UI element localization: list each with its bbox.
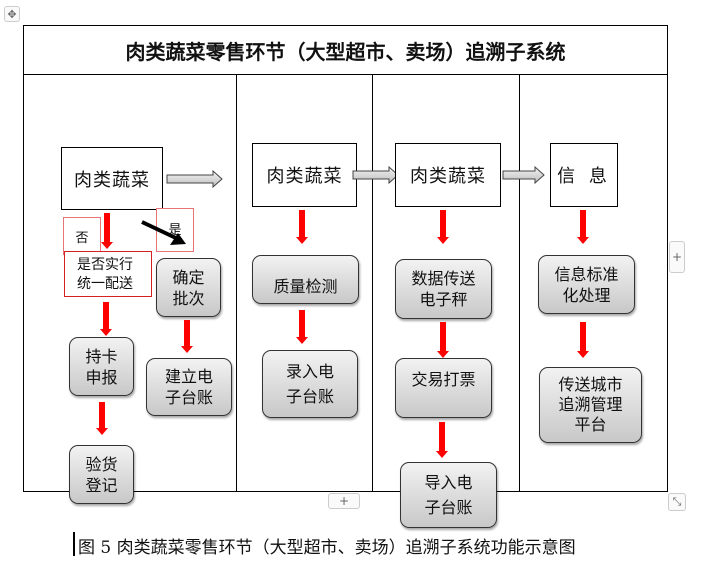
plus-icon: + xyxy=(338,494,350,508)
resize-icon: ⤡ xyxy=(672,495,682,508)
step-import-e-ledger: 导入电 子台账 xyxy=(400,462,497,528)
text-cursor xyxy=(73,532,75,556)
diagram-table xyxy=(23,25,668,492)
table-move-handle[interactable]: ✥ xyxy=(4,6,20,22)
arrow-down xyxy=(437,322,449,358)
move-icon: ✥ xyxy=(7,7,17,21)
arrow-down xyxy=(577,322,589,358)
arrow-down xyxy=(101,213,113,249)
arrow-down xyxy=(100,302,112,336)
step-quality-test: 质量检测 xyxy=(252,255,359,304)
decision-no-label: 否 xyxy=(63,217,101,255)
step-send-to-city-platform: 传送城市 追溯管理 平台 xyxy=(539,367,642,443)
step-create-e-ledger: 建立电 子台账 xyxy=(146,358,232,416)
column-divider xyxy=(236,74,237,492)
arrow-down xyxy=(296,310,308,344)
decision-question: 是否实行 统一配送 xyxy=(64,251,152,297)
arrow-down xyxy=(296,210,308,244)
figure-caption: 图 5 肉类蔬菜零售环节（大型超市、卖场）追溯子系统功能示意图 xyxy=(78,538,576,558)
table-resize-handle[interactable]: ⤡ xyxy=(668,493,686,511)
source-box-meat-veg: 肉类蔬菜 xyxy=(252,143,357,207)
source-box-meat-veg: 肉类蔬菜 xyxy=(395,143,501,207)
flow-arrow-right xyxy=(166,170,223,188)
column-divider xyxy=(372,74,373,492)
add-row-button[interactable]: + xyxy=(328,493,360,509)
source-box-meat-veg: 肉类蔬菜 xyxy=(61,147,163,210)
arrow-down xyxy=(96,402,108,435)
diagram-title: 肉类蔬菜零售环节（大型超市、卖场）追溯子系统 xyxy=(125,39,566,64)
step-card-declare: 持卡 申报 xyxy=(69,337,134,396)
step-print-receipt: 交易打票 xyxy=(395,358,492,418)
arrow-down xyxy=(577,210,589,244)
arrow-down xyxy=(437,210,449,244)
arrow-down xyxy=(436,422,448,458)
step-enter-e-ledger: 录入电 子台账 xyxy=(262,350,358,418)
add-column-button[interactable]: + xyxy=(669,241,685,273)
title-divider xyxy=(23,74,668,75)
flow-arrow-right xyxy=(502,166,545,184)
step-data-to-scale: 数据传送 电子秤 xyxy=(395,259,492,319)
arrow-diagonal-yes xyxy=(141,220,186,245)
source-box-info: 信 息 xyxy=(550,143,618,207)
step-info-standardize: 信息标准 化处理 xyxy=(538,255,635,314)
step-inspection-register: 验货 登记 xyxy=(69,445,134,504)
step-confirm-batch: 确定 批次 xyxy=(156,258,221,317)
column-divider xyxy=(519,74,520,492)
plus-icon: + xyxy=(671,250,683,264)
arrow-down xyxy=(181,320,193,353)
flow-arrow-right xyxy=(352,166,399,184)
